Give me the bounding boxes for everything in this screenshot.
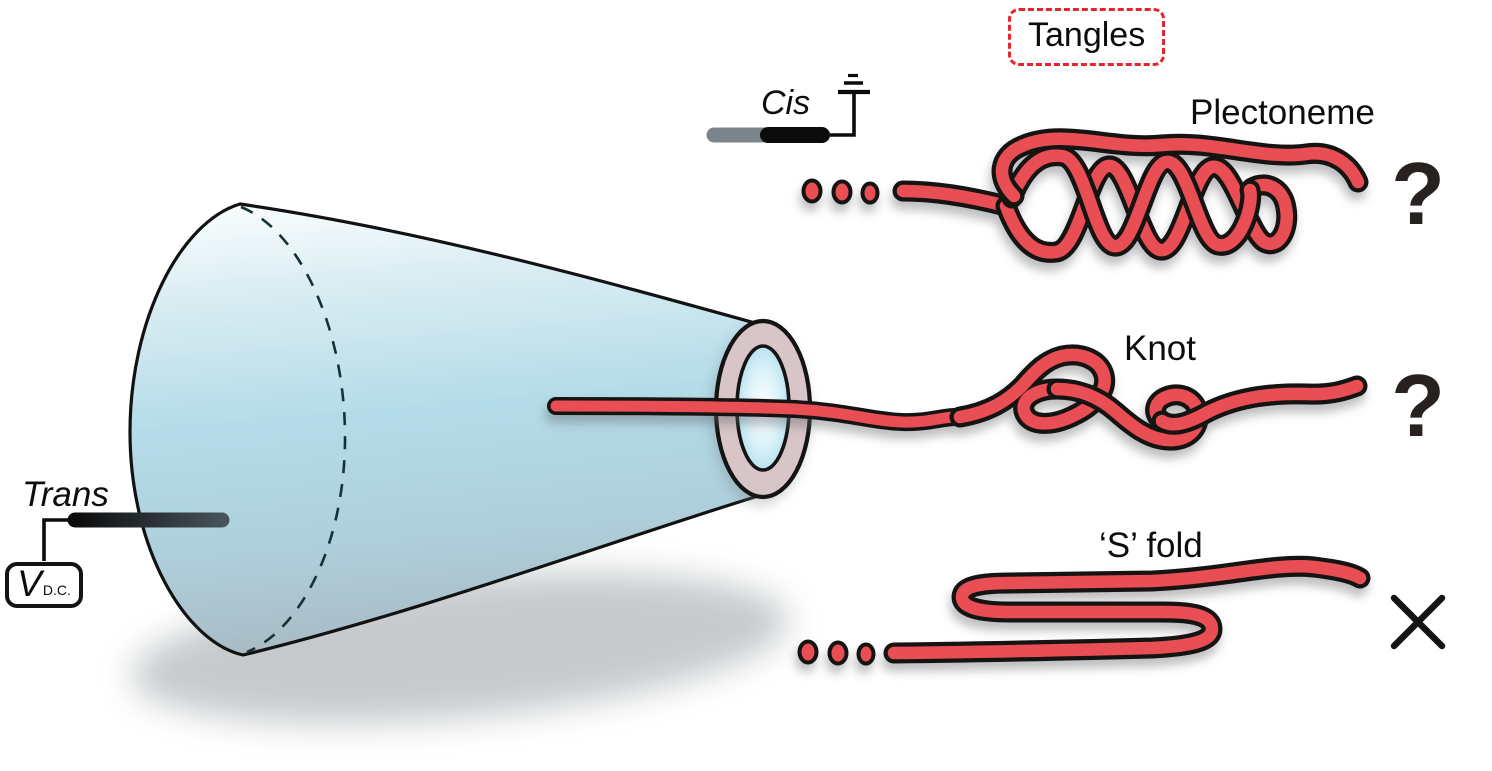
cis-wire <box>822 93 856 137</box>
plectoneme-question-mark: ? <box>1391 144 1445 243</box>
plectoneme-label: Plectoneme <box>1190 93 1375 132</box>
knot-label: Knot <box>1124 329 1196 368</box>
voltage-source-subscript: D.C. <box>42 581 71 598</box>
strand-plectoneme <box>801 139 1359 253</box>
funnel-cone <box>128 202 757 657</box>
trans-label: Trans <box>22 475 109 514</box>
cis-electrode <box>706 73 870 143</box>
cone-body <box>128 202 757 657</box>
trans-electrode <box>42 512 230 561</box>
cross-icon <box>1390 594 1446 650</box>
voltage-source-symbol: V <box>17 563 42 604</box>
knot-question-mark: ? <box>1391 356 1445 455</box>
strand-s-fold <box>797 566 1361 666</box>
trans-wire <box>42 518 76 561</box>
s-fold-label: ‘S’ fold <box>1099 526 1203 565</box>
tangles-title-box: Tangles <box>1008 8 1166 67</box>
cone-back-rim-dashed <box>240 205 347 654</box>
ground-icon <box>838 73 870 95</box>
ellipsis-dots-icon <box>797 639 876 666</box>
ellipsis-dots-icon <box>801 178 880 205</box>
cis-label: Cis <box>761 84 811 122</box>
voltage-source-box: V D.C. <box>5 562 83 608</box>
